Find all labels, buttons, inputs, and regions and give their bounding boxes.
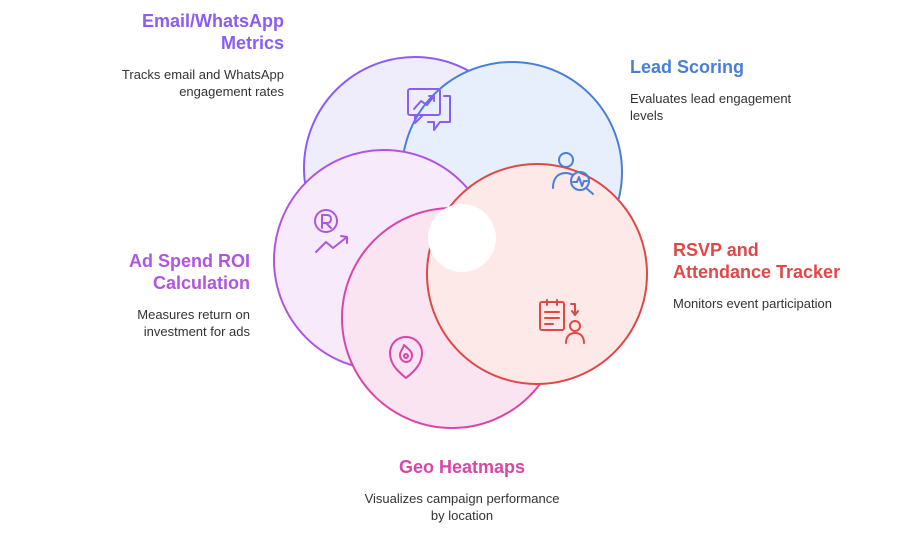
label-ad-spend-roi: Ad Spend ROI Calculation Measures return… [80,250,250,340]
rupee-growth-icon [314,209,348,253]
segment-rsvp-circle [426,163,648,385]
lead-title: Lead Scoring [630,57,745,77]
adspend-description: Measures return on investment for ads [137,307,250,339]
email-description: Tracks email and WhatsApp engagement rat… [121,67,284,99]
lead-description: Evaluates lead engagement levels [630,91,792,123]
rsvp-title: RSVP and Attendance Tracker [673,240,841,282]
clipboard-user-icon [539,299,585,344]
label-lead-scoring: Lead Scoring Evaluates lead engagement l… [630,56,810,124]
center-hole [428,204,496,272]
label-email-whatsapp-metrics: Email/WhatsApp Metrics Tracks email and … [110,10,284,100]
label-geo-heatmaps: Geo Heatmaps Visualizes campaign perform… [362,456,562,524]
email-title: Email/WhatsApp Metrics [141,11,284,53]
label-rsvp-attendance-tracker: RSVP and Attendance Tracker Monitors eve… [673,239,853,312]
rsvp-description: Monitors event participation [673,296,832,311]
user-search-icon [552,152,594,195]
adspend-title: Ad Spend ROI Calculation [129,251,250,293]
location-pin-icon [389,336,423,379]
chart-message-icon [407,88,451,131]
geo-title: Geo Heatmaps [398,457,526,477]
geo-description: Visualizes campaign performance by locat… [364,491,560,523]
